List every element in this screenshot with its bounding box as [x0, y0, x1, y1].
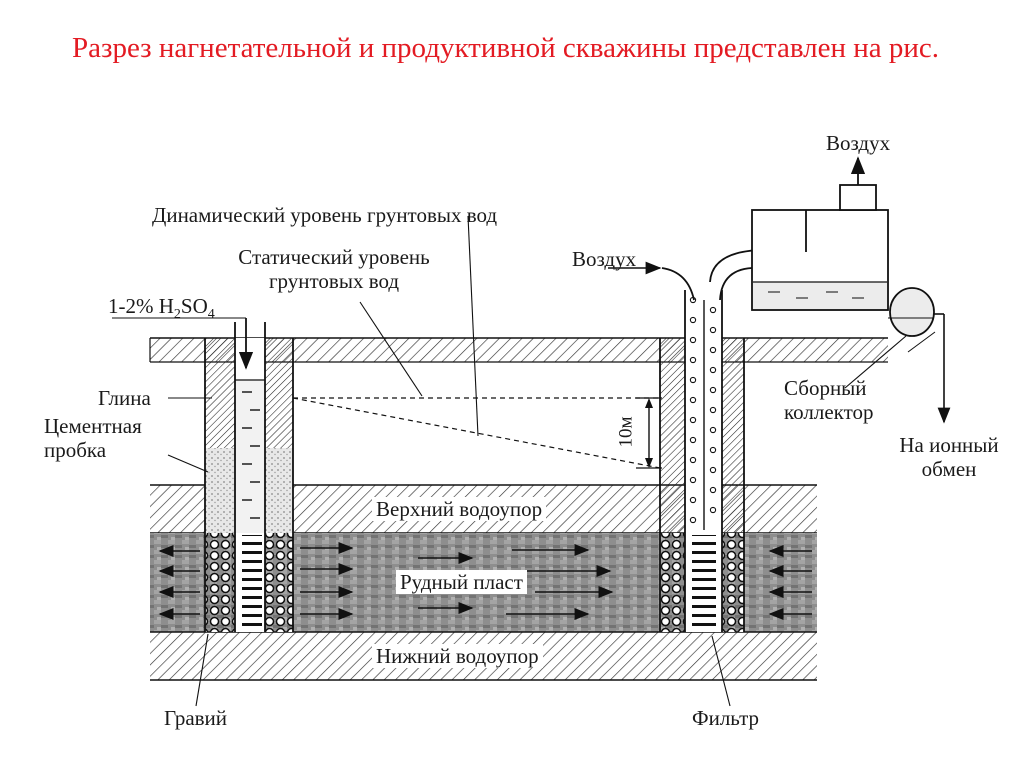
label-static-level-line1: Статический уровень: [238, 245, 430, 269]
label-ten-meters: 10м: [615, 416, 637, 448]
leader-lines: [112, 317, 907, 707]
label-upper-aquitard: Верхний водоупор: [372, 497, 547, 521]
label-filter: Фильтр: [692, 706, 760, 730]
label-cement-line1: Цементная: [44, 414, 142, 438]
label-ion-line1: На ионный: [899, 433, 999, 457]
dynamic-level-pointer: [467, 215, 479, 437]
label-acid: 1-2% H2SO4: [108, 294, 215, 327]
label-ion-exchange: На ионный обмен: [888, 433, 1010, 481]
label-dynamic-level: Динамический уровень грунтовых вод: [152, 203, 498, 227]
label-lower-aquitard: Нижний водоупор: [372, 644, 543, 668]
separator-tank: [751, 156, 951, 424]
static-level-pointer: [359, 301, 423, 397]
acid-sub2: 4: [207, 307, 215, 323]
label-air-left: Воздух: [572, 247, 637, 271]
label-collector-line1: Сборный: [784, 376, 867, 400]
label-cement: Цементная пробка: [44, 414, 142, 462]
acid-mid: SO: [180, 294, 208, 318]
label-static-level-line2: грунтовых вод: [268, 269, 400, 293]
label-ion-line2: обмен: [921, 457, 977, 481]
label-cement-line2: пробка: [44, 438, 107, 462]
label-clay: Глина: [98, 386, 151, 410]
label-gravel: Гравий: [164, 706, 228, 730]
flow-arrows: [158, 542, 812, 620]
ten-meter-dimension: [636, 397, 662, 469]
label-air-top: Воздух: [826, 131, 891, 155]
acid-sub1: 2: [173, 307, 181, 323]
injection-well: [204, 318, 294, 632]
label-collector-line2: коллектор: [784, 400, 874, 424]
acid-prefix: 1-2% H: [108, 294, 174, 318]
label-static-level: Статический уровень грунтовых вод: [204, 245, 464, 293]
label-collector: Сборный коллектор: [784, 376, 873, 424]
label-ore-layer: Рудный пласт: [396, 570, 527, 594]
caption: Разрез нагнетательной и продуктивной скв…: [72, 32, 940, 64]
production-well: [608, 249, 761, 632]
